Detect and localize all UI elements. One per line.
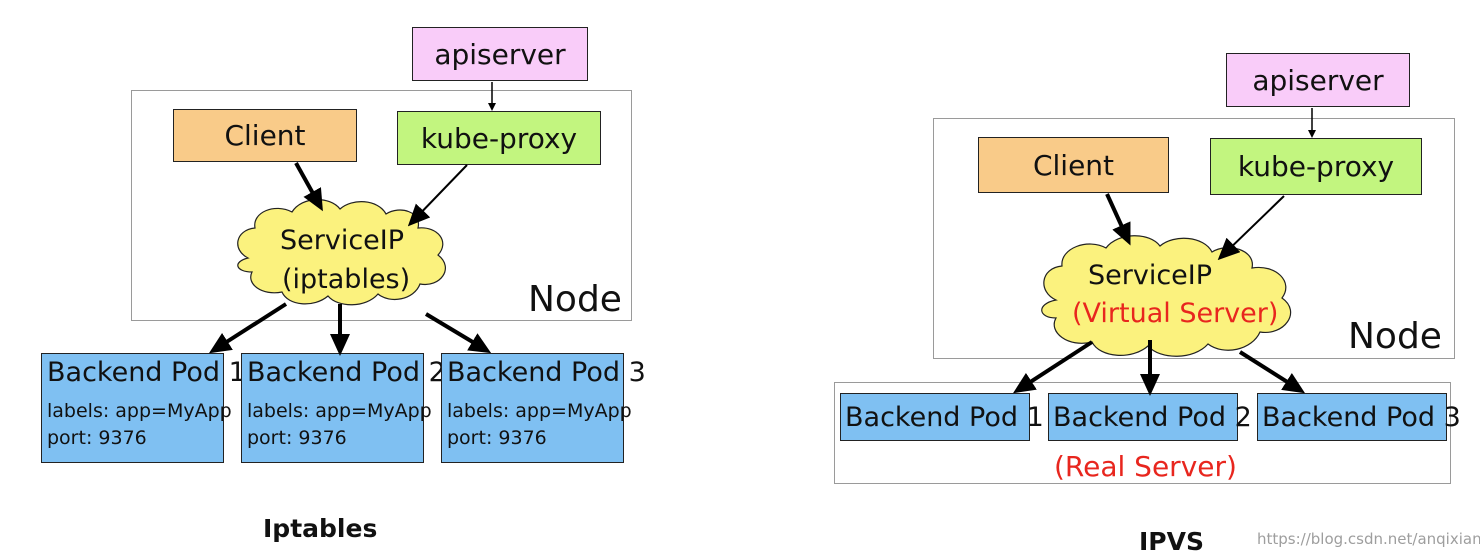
right-arrow-client-to-service <box>1105 193 1131 246</box>
left-pod-2-port: port: 9376 <box>247 427 347 449</box>
left-service-ip-label: ServiceIP <box>280 225 405 256</box>
left-pod-1-port: port: 9376 <box>47 427 147 449</box>
right-node-frame <box>933 118 1455 359</box>
right-client-label: Client <box>1032 148 1115 182</box>
left-kube-proxy-box: kube-proxy <box>397 111 601 165</box>
right-node-label: Node <box>1348 316 1442 357</box>
left-pod-1-labels: labels: app=MyApp <box>47 400 232 422</box>
right-backend-pod-1: Backend Pod 1 <box>840 393 1044 441</box>
left-service-cloud <box>237 199 446 306</box>
left-kube-proxy-label: kube-proxy <box>420 121 578 155</box>
left-arrow-service-to-pod-1 <box>208 302 288 354</box>
right-client-box: Client <box>978 137 1169 193</box>
left-pod-3-port: port: 9376 <box>447 427 547 449</box>
left-node-label: Node <box>528 279 622 320</box>
left-pod-2-labels: labels: app=MyApp <box>247 400 432 422</box>
right-service-ip-label: ServiceIP <box>1088 260 1213 291</box>
left-apiserver-box: apiserver <box>412 27 588 81</box>
right-arrow-service-to-pod-3 <box>1238 350 1306 394</box>
right-caption: IPVS <box>1139 527 1204 556</box>
left-pod-2-title: Backend Pod 2 <box>247 357 446 388</box>
right-real-server-label: (Real Server) <box>1054 450 1237 483</box>
left-pod-3-title: Backend Pod 3 <box>447 357 646 388</box>
left-client-box: Client <box>173 109 357 162</box>
left-arrow-proxy-to-service <box>407 164 468 227</box>
watermark: https://blog.csdn.net/anqixiang <box>1257 530 1480 548</box>
left-service-mode-label: (iptables) <box>282 264 411 295</box>
left-client-label: Client <box>224 119 306 152</box>
right-apiserver-label: apiserver <box>1252 63 1384 97</box>
right-pod-2-title: Backend Pod 2 <box>1053 401 1252 433</box>
left-caption: Iptables <box>263 514 378 543</box>
right-pod-1-title: Backend Pod 1 <box>845 401 1044 433</box>
right-arrow-service-to-pod-1 <box>1012 340 1094 394</box>
left-pod-3-labels: labels: app=MyApp <box>447 400 632 422</box>
right-backend-pod-2: Backend Pod 2 <box>1048 393 1252 441</box>
left-node-frame <box>131 90 632 321</box>
left-backend-pod-3: Backend Pod 3 labels: app=MyApp port: 93… <box>441 353 646 463</box>
left-arrow-client-to-service <box>294 162 323 212</box>
right-kube-proxy-label: kube-proxy <box>1237 150 1395 183</box>
right-service-cloud <box>1041 235 1292 357</box>
left-apiserver-label: apiserver <box>434 37 566 71</box>
right-apiserver-box: apiserver <box>1226 53 1410 107</box>
right-backend-pod-3: Backend Pod 3 <box>1257 393 1461 441</box>
right-pod-3-title: Backend Pod 3 <box>1262 401 1461 433</box>
left-backend-pod-2: Backend Pod 2 labels: app=MyApp port: 93… <box>241 353 446 463</box>
right-kube-proxy-box: kube-proxy <box>1210 138 1422 195</box>
right-service-mode-label: (Virtual Server) <box>1072 298 1279 329</box>
right-arrow-proxy-to-service <box>1217 195 1285 261</box>
left-backend-pod-1: Backend Pod 1 labels: app=MyApp port: 93… <box>41 353 246 463</box>
left-pod-1-title: Backend Pod 1 <box>47 357 246 388</box>
left-arrow-service-to-pod-3 <box>424 312 492 354</box>
